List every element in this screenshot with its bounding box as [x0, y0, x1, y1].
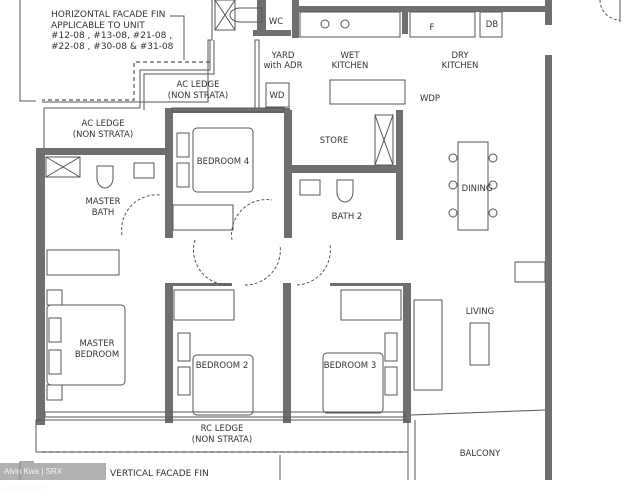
room-master-bedroom: MASTER	[79, 339, 114, 349]
watermark: Alvin Kwa | SRX PROPERTY	[0, 463, 106, 493]
room-master-bath: MASTER	[85, 197, 120, 207]
room-dining: DINING	[462, 184, 493, 194]
room-ac-ledge: AC LEDGE	[82, 119, 125, 129]
room-ac-ledge: AC LEDGE	[177, 80, 220, 90]
room-store: STORE	[320, 136, 349, 146]
room-master-bedroom-sub: BEDROOM	[75, 350, 119, 360]
room-bath-2: BATH 2	[332, 212, 363, 222]
room-yard: YARD	[271, 51, 295, 61]
room-wc: WC	[269, 17, 283, 27]
room-wet-kitchen: WET	[341, 51, 361, 61]
room-wet-kitchen-sub: KITCHEN	[332, 61, 369, 71]
floor-plan: HORIZONTAL FACADE FIN APPLICABLE TO UNIT…	[19, 0, 621, 480]
furniture	[45, 0, 546, 416]
room-ac-ledge-sub: (NON STRATA)	[168, 91, 228, 101]
walls	[36, 0, 552, 480]
wd-label: WD	[270, 91, 285, 101]
note-line: APPLICABLE TO UNIT	[51, 21, 145, 31]
note-line: HORIZONTAL FACADE FIN	[51, 10, 165, 20]
note-vertical-facade-fin: VERTICAL FACADE FIN	[110, 469, 209, 479]
note-line: #22-08 , #30-08 & #31-08	[51, 42, 174, 52]
room-dry-kitchen: DRY	[451, 51, 469, 61]
horizontal-facade-fin-outline	[19, 0, 215, 150]
db-label: DB	[486, 20, 499, 30]
windows	[19, 39, 546, 480]
room-bedroom-2: BEDROOM 2	[196, 361, 248, 371]
room-bedroom-4: BEDROOM 4	[197, 157, 249, 167]
room-bedroom-3: BEDROOM 3	[324, 361, 376, 371]
note-line: #12-08 , #13-08, #21-08 ,	[51, 31, 172, 41]
room-balcony: BALCONY	[460, 449, 501, 459]
room-dry-kitchen-sub: KITCHEN	[442, 61, 479, 71]
room-rc-ledge-sub: (NON STRATA)	[192, 435, 252, 445]
room-master-bath-sub: BATH	[92, 208, 115, 218]
room-ac-ledge-sub: (NON STRATA)	[73, 130, 133, 140]
fridge-label: F	[430, 23, 435, 33]
room-living: LIVING	[466, 307, 495, 317]
room-yard-sub: with ADR	[263, 61, 302, 71]
room-rc-ledge: RC LEDGE	[201, 424, 244, 434]
wdp-label: WDP	[420, 94, 440, 104]
note-horizontal-facade-fin: HORIZONTAL FACADE FIN APPLICABLE TO UNIT…	[51, 10, 174, 52]
doors	[121, 0, 621, 286]
